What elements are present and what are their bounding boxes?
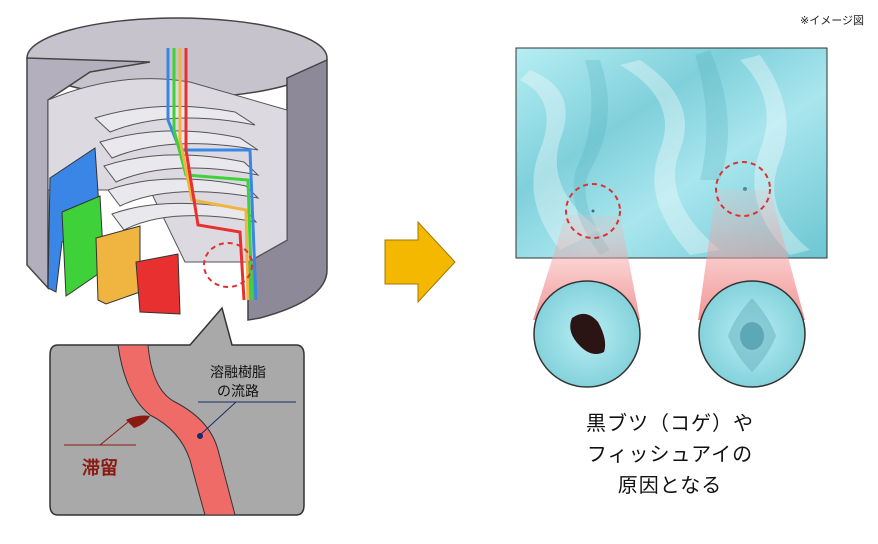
result-line3: 原因となる [617,473,723,497]
flow-channels [166,48,258,301]
spiral-die-cutaway [26,17,328,321]
lens-fish-eye [698,280,806,388]
defect-ring-right [715,161,771,217]
result-line1: 黒ブツ（コゲ）や [586,411,754,435]
result-caption: 黒ブツ（コゲ）や フィッシュアイの 原因となる [540,408,800,501]
flow-layer-green [61,195,105,297]
right-arrow-icon [384,220,456,304]
stagnation-label: 滞留 [82,457,118,479]
result-line2: フィッシュアイの [586,442,754,466]
defect-ring-left [565,183,621,239]
lens-black-speck [533,280,641,388]
stagnation-highlight-ring [203,242,253,288]
stagnation-deposit [126,415,150,428]
stagnation-callout: 溶融樹脂 の流路 滞留 [49,306,305,516]
resin-label-line2: の流路 [217,384,259,400]
flow-layer-orange [95,225,141,305]
flow-layer-red [135,253,181,315]
resin-flow-path [117,344,236,516]
spiral-mandrel-steps [94,105,260,231]
resin-label-line1: 溶融樹脂 [210,365,266,381]
image-note: ※イメージ図 [800,14,864,27]
